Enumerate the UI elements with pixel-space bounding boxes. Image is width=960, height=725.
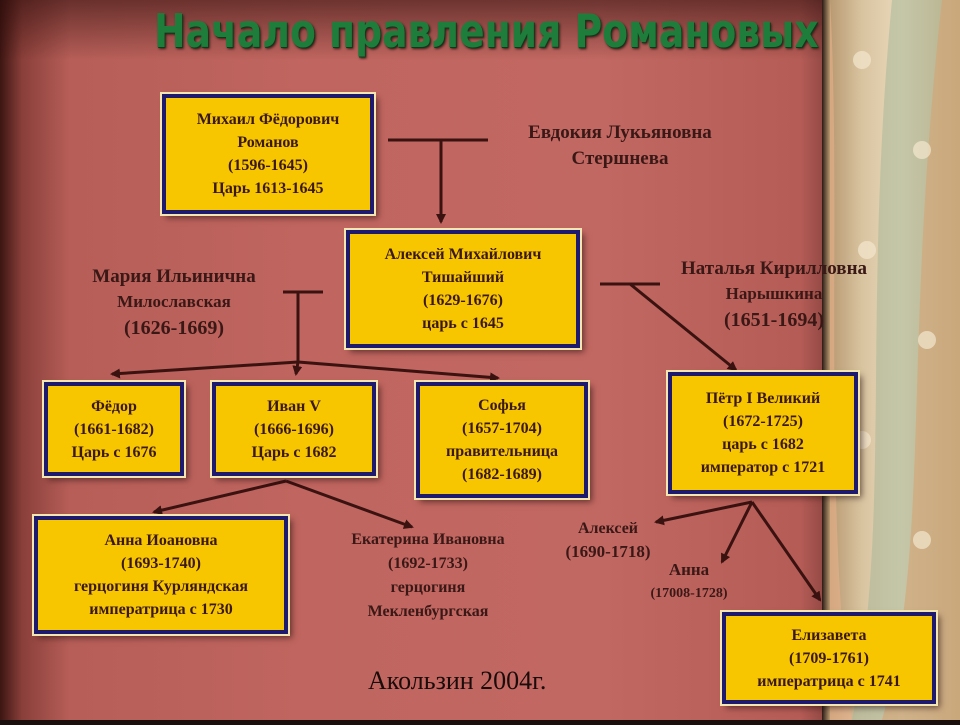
node-petr-i: Пётр I Великий (1672-1725) царь с 1682 и… <box>666 370 860 496</box>
node-ivan-v: Иван V (1666-1696) Царь с 1682 <box>210 380 378 478</box>
node-anna-petrovna: Анна (17008-1728) <box>630 558 748 606</box>
node-alexei-mikhailovich: Алексей Михайлович Тишайший (1629-1676) … <box>344 228 582 350</box>
node-line: Царь с 1676 <box>71 443 157 461</box>
node-line: (1596-1645) <box>228 157 308 174</box>
node-line: Мария Ильинична <box>92 266 256 287</box>
node-line: (17008-1728) <box>650 586 728 601</box>
node-line: (1682-1689) <box>462 466 542 483</box>
node-line: Наталья Кирилловна <box>680 258 868 279</box>
node-line: (1709-1761) <box>789 649 869 667</box>
node-elizaveta: Елизавета (1709-1761) императрица с 1741 <box>720 610 938 706</box>
node-line: император с 1721 <box>700 459 826 476</box>
node-line: Евдокия Лукьяновна <box>528 122 712 143</box>
node-line: Тишайший <box>421 269 505 286</box>
node-line: Милославская <box>117 292 231 311</box>
node-alexei-petrovich: Алексей (1690-1718) <box>548 518 668 564</box>
node-mikhail-romanov: Михаил Фёдорович Романов (1596-1645) Цар… <box>160 92 376 216</box>
node-natalya-naryshkina: Наталья Кирилловна Нарышкина (1651-1694) <box>654 256 894 334</box>
node-line: Софья <box>478 397 526 414</box>
node-line: Нарышкина <box>725 284 823 303</box>
node-ekaterina-ivanovna: Екатерина Ивановна (1692-1733) герцогиня… <box>314 528 542 624</box>
node-line: Анна Иоановна <box>104 532 218 549</box>
node-line: (1657-1704) <box>462 420 542 437</box>
node-line: Пётр I Великий <box>705 390 821 407</box>
node-line: Елизавета <box>791 626 867 644</box>
node-line: герцогиня Курляндская <box>73 578 248 595</box>
node-fedor: Фёдор (1661-1682) Царь с 1676 <box>42 380 186 478</box>
node-line: Екатерина Ивановна <box>351 531 505 548</box>
node-line: (1672-1725) <box>723 413 803 430</box>
node-anna-ioannovna: Анна Иоановна (1693-1740) герцогиня Курл… <box>32 514 290 636</box>
node-line: императрица с 1730 <box>89 601 233 618</box>
node-line: царь с 1645 <box>422 315 504 332</box>
node-line: Стершнева <box>571 148 669 169</box>
node-line: (1651-1694) <box>724 309 824 331</box>
node-evdokia-streshneva: Евдокия Лукьяновна Стершнева <box>490 120 750 172</box>
node-sofya: Софья (1657-1704) правительница (1682-16… <box>414 380 590 500</box>
node-line: Фёдор <box>91 397 137 415</box>
node-line: Михаил Фёдорович <box>196 111 340 128</box>
node-line: (1690-1718) <box>565 542 651 561</box>
node-line: (1661-1682) <box>74 420 154 438</box>
node-line: правительница <box>445 443 559 460</box>
node-maria-miloslavskaya: Мария Ильинична Милославская (1626-1669) <box>58 264 290 342</box>
node-line: (1629-1676) <box>423 292 503 309</box>
node-line: императрица с 1741 <box>757 672 901 690</box>
author-credit: Акользин 2004г. <box>368 666 547 695</box>
node-line: Алексей Михайлович <box>384 246 542 263</box>
node-line: царь с 1682 <box>722 436 804 453</box>
node-line: Царь 1613-1645 <box>212 180 324 197</box>
node-line: (1692-1733) <box>388 555 468 572</box>
background-shade <box>0 0 830 60</box>
page-title: Начало правления Романовых <box>153 4 819 58</box>
node-line: Иван V <box>267 397 321 415</box>
node-line: Алексей <box>577 520 639 537</box>
node-line: Романов <box>237 134 299 151</box>
node-line: (1693-1740) <box>121 555 201 572</box>
node-line: Мекленбургская <box>367 603 489 620</box>
node-line: (1626-1669) <box>124 317 224 339</box>
node-line: герцогиня <box>390 579 466 596</box>
node-line: Царь с 1682 <box>251 443 337 461</box>
node-line: (1666-1696) <box>254 420 334 438</box>
node-line: Анна <box>668 560 710 579</box>
